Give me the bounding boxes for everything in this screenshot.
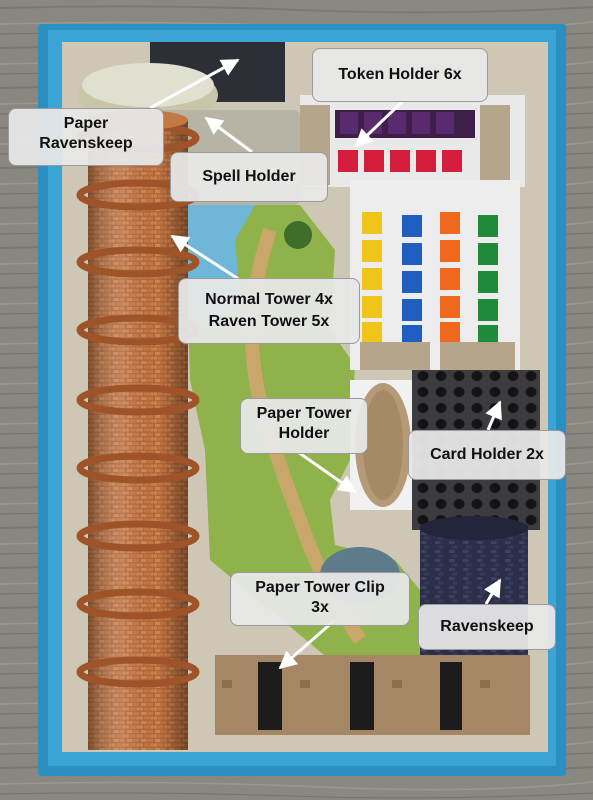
arrow-paper-tower-holder — [297, 450, 357, 494]
paper-tower-clip-bands — [258, 662, 462, 730]
arrow-ravenskeep — [484, 578, 502, 605]
arrow-paper-ravenskeep — [149, 58, 240, 110]
arrow-spell-holder — [204, 116, 253, 154]
coin-stack-lower-right — [440, 342, 515, 370]
label-token-holder: Token Holder 6x — [312, 48, 488, 102]
yellow-tokens — [362, 212, 382, 342]
green-tokens — [478, 215, 498, 343]
orange-tokens — [440, 212, 460, 342]
label-paper-ravenskeep: Paper Ravenskeep — [8, 108, 164, 166]
arrow-towers — [170, 234, 241, 282]
annotation-arrows — [149, 58, 502, 670]
label-paper-tower-holder: Paper Tower Holder — [240, 398, 368, 454]
label-ravenskeep: Ravenskeep — [418, 604, 556, 650]
paper-tower-disc-face — [363, 390, 403, 500]
paper-ravenskeep-disc-top — [82, 63, 214, 107]
ravenskeep-top — [420, 516, 528, 540]
coin-stack-lower-left — [360, 342, 430, 370]
blue-tokens — [402, 215, 422, 343]
label-paper-tower-clip: Paper Tower Clip 3x — [230, 572, 410, 626]
red-tokens — [338, 150, 462, 172]
arrow-token-holder — [354, 100, 404, 148]
paper-tower-clip-teeth — [222, 680, 490, 688]
map-tree — [284, 221, 312, 249]
purple-tokens — [340, 112, 454, 134]
arrow-paper-tower-clip — [278, 618, 336, 670]
token-coins-right — [480, 105, 510, 185]
copper-tower-stack — [76, 110, 200, 750]
label-towers: Normal Tower 4x Raven Tower 5x — [178, 278, 360, 344]
label-card-holder: Card Holder 2x — [408, 430, 566, 480]
label-spell-holder: Spell Holder — [170, 152, 328, 202]
ravenskeep-tower — [420, 525, 528, 675]
arrow-card-holder — [485, 400, 502, 431]
